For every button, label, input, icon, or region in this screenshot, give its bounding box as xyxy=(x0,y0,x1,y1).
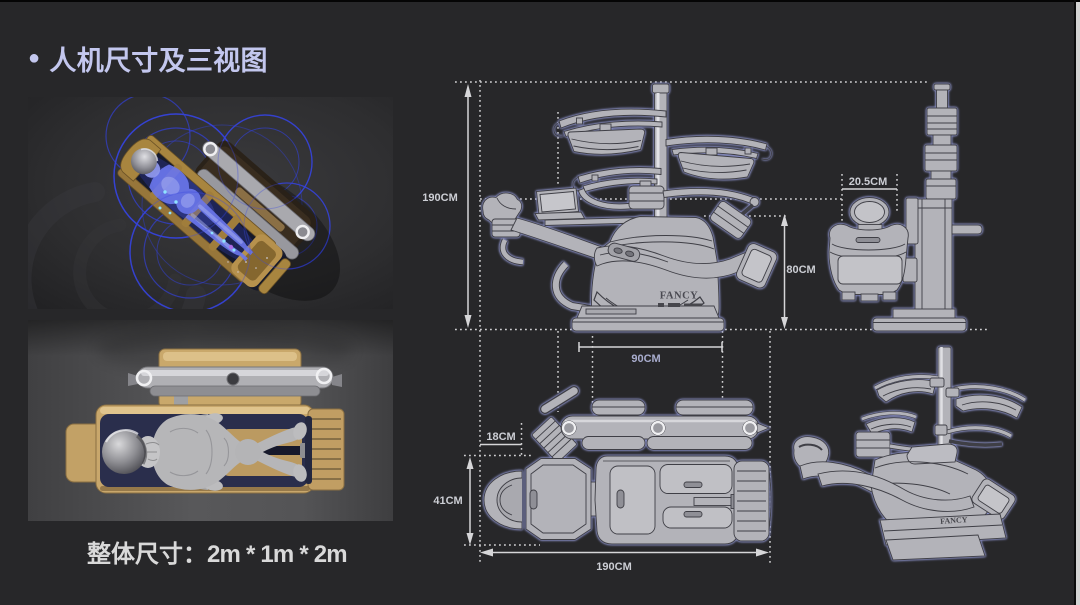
svg-text:90CM: 90CM xyxy=(631,353,660,365)
svg-text:FANCY: FANCY xyxy=(940,515,968,526)
svg-text:41CM: 41CM xyxy=(433,495,462,507)
svg-text:18CM: 18CM xyxy=(486,431,515,443)
svg-text:FANCY: FANCY xyxy=(660,291,698,302)
svg-text:190CM: 190CM xyxy=(422,192,457,204)
svg-text:20.5CM: 20.5CM xyxy=(849,176,888,188)
svg-text:80CM: 80CM xyxy=(786,264,815,276)
svg-text:190CM: 190CM xyxy=(596,561,631,573)
